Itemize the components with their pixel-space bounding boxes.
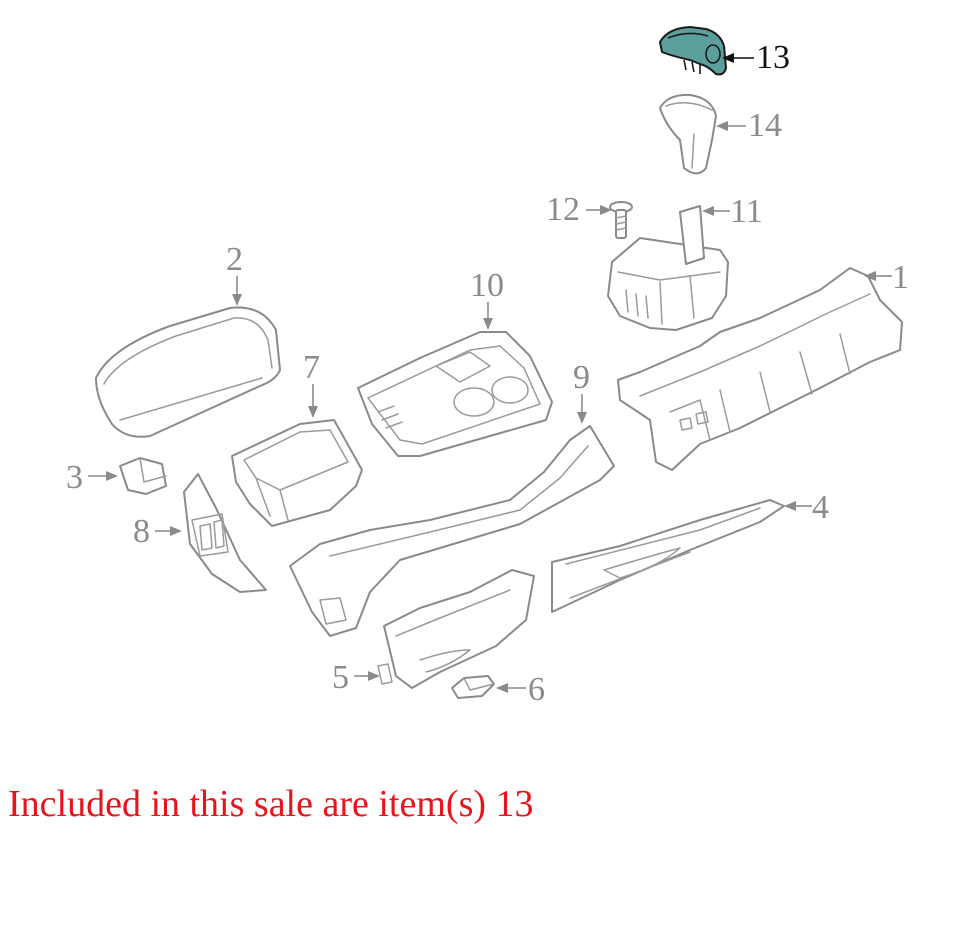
callout-3: 3 — [66, 459, 118, 496]
callout-9: 9 — [573, 359, 590, 424]
callout-number-3: 3 — [66, 459, 83, 496]
callout-number-5: 5 — [332, 659, 349, 696]
callout-number-14: 14 — [748, 107, 782, 144]
callout-8: 8 — [133, 513, 182, 550]
callout-number-12: 12 — [546, 191, 580, 228]
callout-11: 11 — [702, 193, 763, 230]
callout-7: 7 — [303, 349, 320, 418]
part-4-side-trim-panel[interactable] — [551, 499, 785, 613]
callout-1: 1 — [864, 259, 909, 296]
part-14-shift-knob[interactable] — [659, 93, 717, 175]
callout-number-8: 8 — [133, 513, 150, 550]
callout-5: 5 — [332, 659, 380, 696]
callout-number-13: 13 — [756, 39, 790, 76]
callout-12: 12 — [546, 191, 612, 228]
part-5-lower-side-panel[interactable] — [377, 569, 535, 689]
callout-2: 2 — [226, 241, 243, 306]
callout-number-6: 6 — [528, 671, 545, 708]
part-12-bolt[interactable] — [609, 201, 633, 239]
part-11-shifter-assembly[interactable] — [607, 205, 729, 331]
part-13-shift-knob-cover[interactable] — [659, 26, 727, 76]
part-6-small-clip[interactable] — [451, 675, 495, 699]
part-7-storage-bin[interactable] — [231, 419, 363, 527]
callout-number-11: 11 — [730, 193, 763, 230]
callout-6: 6 — [496, 671, 545, 708]
callout-4: 4 — [784, 489, 829, 526]
callout-number-1: 1 — [892, 259, 909, 296]
callout-10: 10 — [470, 267, 504, 330]
callout-14: 14 — [716, 107, 782, 144]
parts-diagram: 13 14 12 11 1 2 10 7 9 3 — [66, 26, 909, 708]
part-3-clip[interactable] — [119, 457, 167, 495]
part-1-console-main-bracket[interactable] — [617, 267, 903, 471]
part-10-shifter-bezel-cupholder[interactable] — [357, 331, 553, 457]
sale-note: Included in this sale are item(s) 13 — [8, 783, 534, 825]
callout-number-10: 10 — [470, 267, 504, 304]
callout-number-9: 9 — [573, 359, 590, 396]
part-2-armrest-lid[interactable] — [95, 306, 281, 438]
part-9-air-duct[interactable] — [289, 425, 615, 637]
callout-number-7: 7 — [303, 349, 320, 386]
callout-number-2: 2 — [226, 241, 243, 278]
callout-13: 13 — [722, 39, 790, 76]
callout-number-4: 4 — [812, 489, 829, 526]
part-8-rear-vent-panel[interactable] — [183, 473, 267, 593]
